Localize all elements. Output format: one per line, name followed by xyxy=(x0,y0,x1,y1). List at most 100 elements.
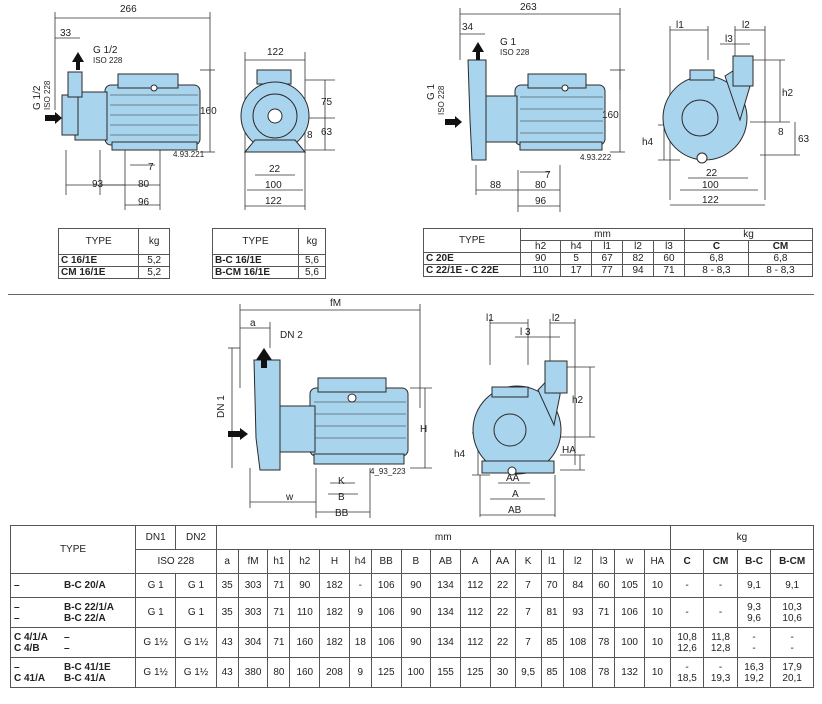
dim-93: 93 xyxy=(92,179,104,190)
cell: 9 xyxy=(348,657,372,688)
type-a: – xyxy=(14,580,20,591)
label-l3: l 3 xyxy=(520,327,531,338)
cell-line: 9,3 xyxy=(747,601,761,613)
cell: 6,8 xyxy=(683,252,749,265)
cell: 84 xyxy=(562,573,594,598)
th-kg: kg xyxy=(683,228,814,241)
th-col: w xyxy=(614,549,645,574)
cell: 110 xyxy=(519,264,562,277)
cell: 9,1 xyxy=(770,573,814,598)
th-col: l1 xyxy=(591,240,624,253)
cell: 71 xyxy=(653,264,685,277)
cell: - xyxy=(348,573,372,598)
th-col: h4 xyxy=(348,549,372,574)
cell-line: - xyxy=(752,642,756,654)
label-g12-vert: G 1/2 xyxy=(32,85,43,110)
dim-160: 160 xyxy=(200,106,217,117)
cell-line: - xyxy=(790,631,794,643)
label-h2: h2 xyxy=(782,88,794,99)
dim-63: 63 xyxy=(798,134,810,145)
cell-line: - xyxy=(718,607,723,618)
type-a: C 4/1/A xyxy=(14,631,48,643)
cell: 9,5 xyxy=(514,657,542,688)
pump-c20e-front-svg: l1 l2 l3 h2 h4 8 63 22 100 122 xyxy=(642,20,810,206)
cell-line: 10,8 xyxy=(677,631,697,643)
drawing-c-front: 122 75 63 8 22 100 122 xyxy=(225,0,345,215)
type-a: C 4/B xyxy=(14,642,40,654)
pump-front-svg: 122 75 63 8 22 100 122 xyxy=(240,47,335,210)
cell: 22 xyxy=(489,627,516,658)
th-col: h2 xyxy=(289,549,321,574)
cell-line: - xyxy=(685,661,689,673)
label-dn1: DN 1 xyxy=(216,395,227,418)
drawing-bc-front: l1 l2 l 3 h2 h4 HA AA A AB xyxy=(450,305,600,520)
cell: 71 xyxy=(267,627,291,658)
cell-line: 20,1 xyxy=(782,672,802,684)
th-kg: kg xyxy=(297,228,327,255)
th-kg-col: B-CM xyxy=(770,549,814,574)
cell: G 1 xyxy=(134,597,177,628)
cell: 100 xyxy=(400,657,432,688)
cell: G 1½ xyxy=(134,657,177,688)
cell: 303 xyxy=(237,573,269,598)
cell: 7 xyxy=(514,573,542,598)
cell: 100 xyxy=(614,627,645,658)
cell: 303 xyxy=(237,597,269,628)
th-col: fM xyxy=(237,549,269,574)
label-iso-vert: ISO 228 xyxy=(43,80,52,110)
th-type: TYPE xyxy=(57,228,140,255)
cell: -18,5 xyxy=(669,657,705,688)
th-kg-col: B-C xyxy=(736,549,772,574)
pump-c20e-side-svg: 263 34 G 1 ISO 228 G 1 ISO 228 160 88 80… xyxy=(426,2,625,212)
cell: 9,1 xyxy=(736,573,772,598)
th-col: l3 xyxy=(592,549,616,574)
type-cell: –B-C 20/A xyxy=(10,573,136,598)
type-b: B-C 41/A xyxy=(64,672,106,684)
cell: 77 xyxy=(591,264,624,277)
cell: 78 xyxy=(592,657,616,688)
label-g1: G 1 xyxy=(500,37,517,48)
cell: 125 xyxy=(370,657,402,688)
drawing-c-side: 266 33 G 1/2 ISO 228 G 1/2 ISO 228 160 9… xyxy=(0,0,222,215)
cell-line: - xyxy=(718,580,723,591)
cell: 134 xyxy=(430,573,461,598)
dim-80: 80 xyxy=(138,179,150,190)
cell: 9 xyxy=(348,597,372,628)
cell: 10 xyxy=(643,627,671,658)
th-kg-col: C xyxy=(669,549,705,574)
pump-side-svg: 266 33 G 1/2 ISO 228 G 1/2 ISO 228 160 9… xyxy=(32,4,217,210)
dim-122-top: 122 xyxy=(267,47,284,58)
cell: G 1 xyxy=(175,573,217,598)
cell: 90 xyxy=(400,573,432,598)
cell: 155 xyxy=(430,657,461,688)
label-fm: fM xyxy=(330,298,341,309)
label-H: H xyxy=(420,424,427,435)
cell: 182 xyxy=(319,597,350,628)
cell: 380 xyxy=(237,657,269,688)
cell: G 1½ xyxy=(134,627,177,658)
cell: 85 xyxy=(540,627,564,658)
dim-88: 88 xyxy=(490,180,502,191)
type-cell: B-C 16/1E xyxy=(212,254,299,267)
type-b: – xyxy=(64,642,70,654)
kg-cell: 5,6 xyxy=(297,266,327,279)
th-type: TYPE xyxy=(212,228,299,255)
cell: 60 xyxy=(592,573,616,598)
cell: 110 xyxy=(289,597,321,628)
cell: - xyxy=(703,573,738,598)
cell: 30 xyxy=(489,657,516,688)
cell: G 1 xyxy=(134,573,177,598)
cell-line: 19,3 xyxy=(710,672,731,684)
cell: 106 xyxy=(370,627,402,658)
dim-33: 33 xyxy=(60,28,72,39)
dim-8: 8 xyxy=(778,127,784,138)
type-a: – xyxy=(14,661,20,673)
